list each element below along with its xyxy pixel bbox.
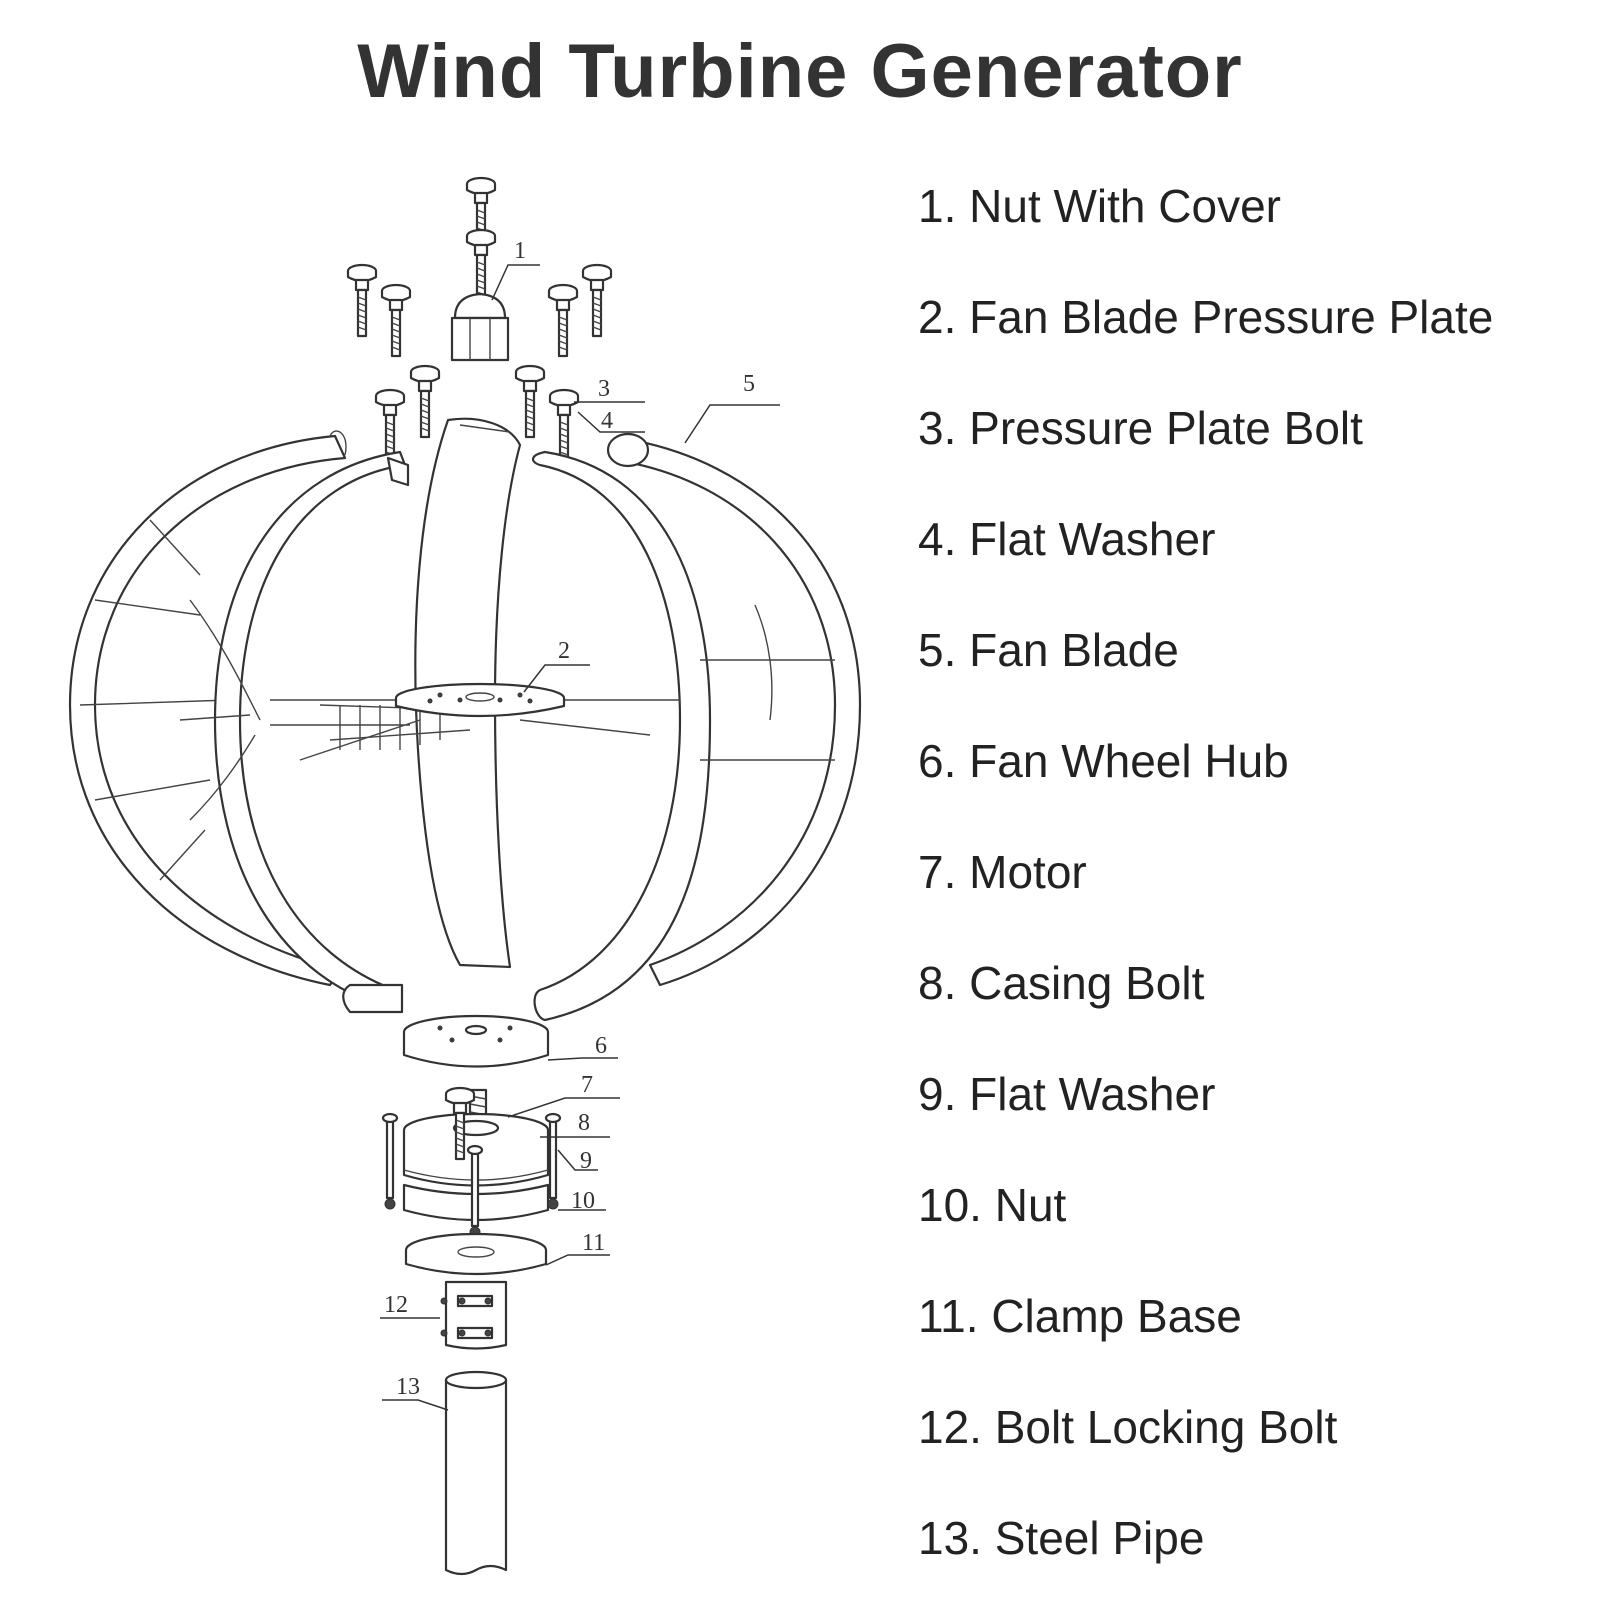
callout-2: 2 — [558, 638, 570, 664]
legend-item: 12. Bolt Locking Bolt — [918, 1401, 1338, 1453]
fan-blades — [68, 417, 862, 1022]
callout-numbers: 1 2 3 4 5 6 7 8 9 10 11 12 13 — [384, 238, 755, 1400]
legend-number: 10 — [918, 1179, 970, 1231]
callout-8: 8 — [578, 1110, 590, 1136]
legend-label: Fan Wheel Hub — [969, 735, 1289, 787]
legend-label: Pressure Plate Bolt — [969, 402, 1363, 454]
legend-number: 2 — [918, 291, 944, 343]
parts-legend: 1. Nut With Cover 2. Fan Blade Pressure … — [918, 178, 1588, 1621]
legend-label: Fan Blade — [969, 624, 1179, 676]
legend-number: 3 — [918, 402, 944, 454]
legend-number: 12 — [918, 1401, 970, 1453]
legend-number: 4 — [918, 513, 944, 565]
callout-11: 11 — [582, 1230, 605, 1256]
casing-bolts — [381, 1112, 562, 1228]
legend-number: 11 — [918, 1290, 966, 1342]
legend-item: 8. Casing Bolt — [918, 957, 1205, 1009]
legend-item: 4. Flat Washer — [918, 513, 1216, 565]
legend-label: Nut — [994, 1179, 1067, 1231]
diagram-title: Wind Turbine Generator — [357, 29, 1243, 114]
legend-item: 6. Fan Wheel Hub — [918, 735, 1289, 787]
legend-item: 5. Fan Blade — [918, 624, 1179, 676]
legend-label: Clamp Base — [991, 1290, 1242, 1342]
legend-number: 7 — [918, 846, 944, 898]
legend-label: Bolt Locking Bolt — [994, 1401, 1338, 1453]
legend-item: 13. Steel Pipe — [918, 1512, 1205, 1564]
legend-label: Nut With Cover — [969, 180, 1282, 232]
legend-label: Fan Blade Pressure Plate — [969, 291, 1494, 343]
legend-number: 5 — [918, 624, 944, 676]
callout-7: 7 — [581, 1072, 593, 1098]
legend-item: 1. Nut With Cover — [918, 180, 1282, 232]
fan-blade-pressure-plate — [394, 682, 566, 718]
callout-3: 3 — [598, 376, 610, 402]
legend-label: Motor — [969, 846, 1087, 898]
legend-number: 13 — [918, 1512, 970, 1564]
clamp-base — [404, 1232, 548, 1276]
legend-item: 9. Flat Washer — [918, 1068, 1216, 1120]
legend-number: 6 — [918, 735, 944, 787]
callout-9: 9 — [580, 1148, 592, 1174]
callout-6: 6 — [595, 1033, 607, 1059]
fan-wheel-hub — [402, 1014, 550, 1068]
clamp-with-locking-bolts — [440, 1280, 508, 1350]
callout-10: 10 — [571, 1188, 595, 1214]
legend-number: 8 — [918, 957, 944, 1009]
steel-pipe — [444, 1370, 508, 1576]
callout-4: 4 — [601, 408, 613, 434]
legend-item: 10. Nut — [918, 1179, 1067, 1231]
legend-label: Flat Washer — [969, 1068, 1216, 1120]
exploded-view-diagram: 1 2 3 4 5 6 7 8 9 10 11 12 13 — [68, 176, 862, 1576]
legend-number: 9 — [918, 1068, 944, 1120]
legend-label: Casing Bolt — [969, 957, 1205, 1009]
callout-5: 5 — [743, 371, 755, 397]
legend-number: 1 — [918, 180, 944, 232]
callout-13: 13 — [396, 1374, 420, 1400]
callout-leaders — [380, 264, 780, 1411]
legend-label: Steel Pipe — [994, 1512, 1205, 1564]
legend-item: 2. Fan Blade Pressure Plate — [918, 291, 1494, 343]
callout-12: 12 — [384, 1292, 408, 1318]
callout-1: 1 — [514, 238, 526, 264]
legend-item: 3. Pressure Plate Bolt — [918, 402, 1363, 454]
nut-with-cover — [450, 292, 510, 362]
legend-label: Flat Washer — [969, 513, 1216, 565]
legend-item: 7. Motor — [918, 846, 1087, 898]
legend-item: 11. Clamp Base — [918, 1290, 1242, 1342]
